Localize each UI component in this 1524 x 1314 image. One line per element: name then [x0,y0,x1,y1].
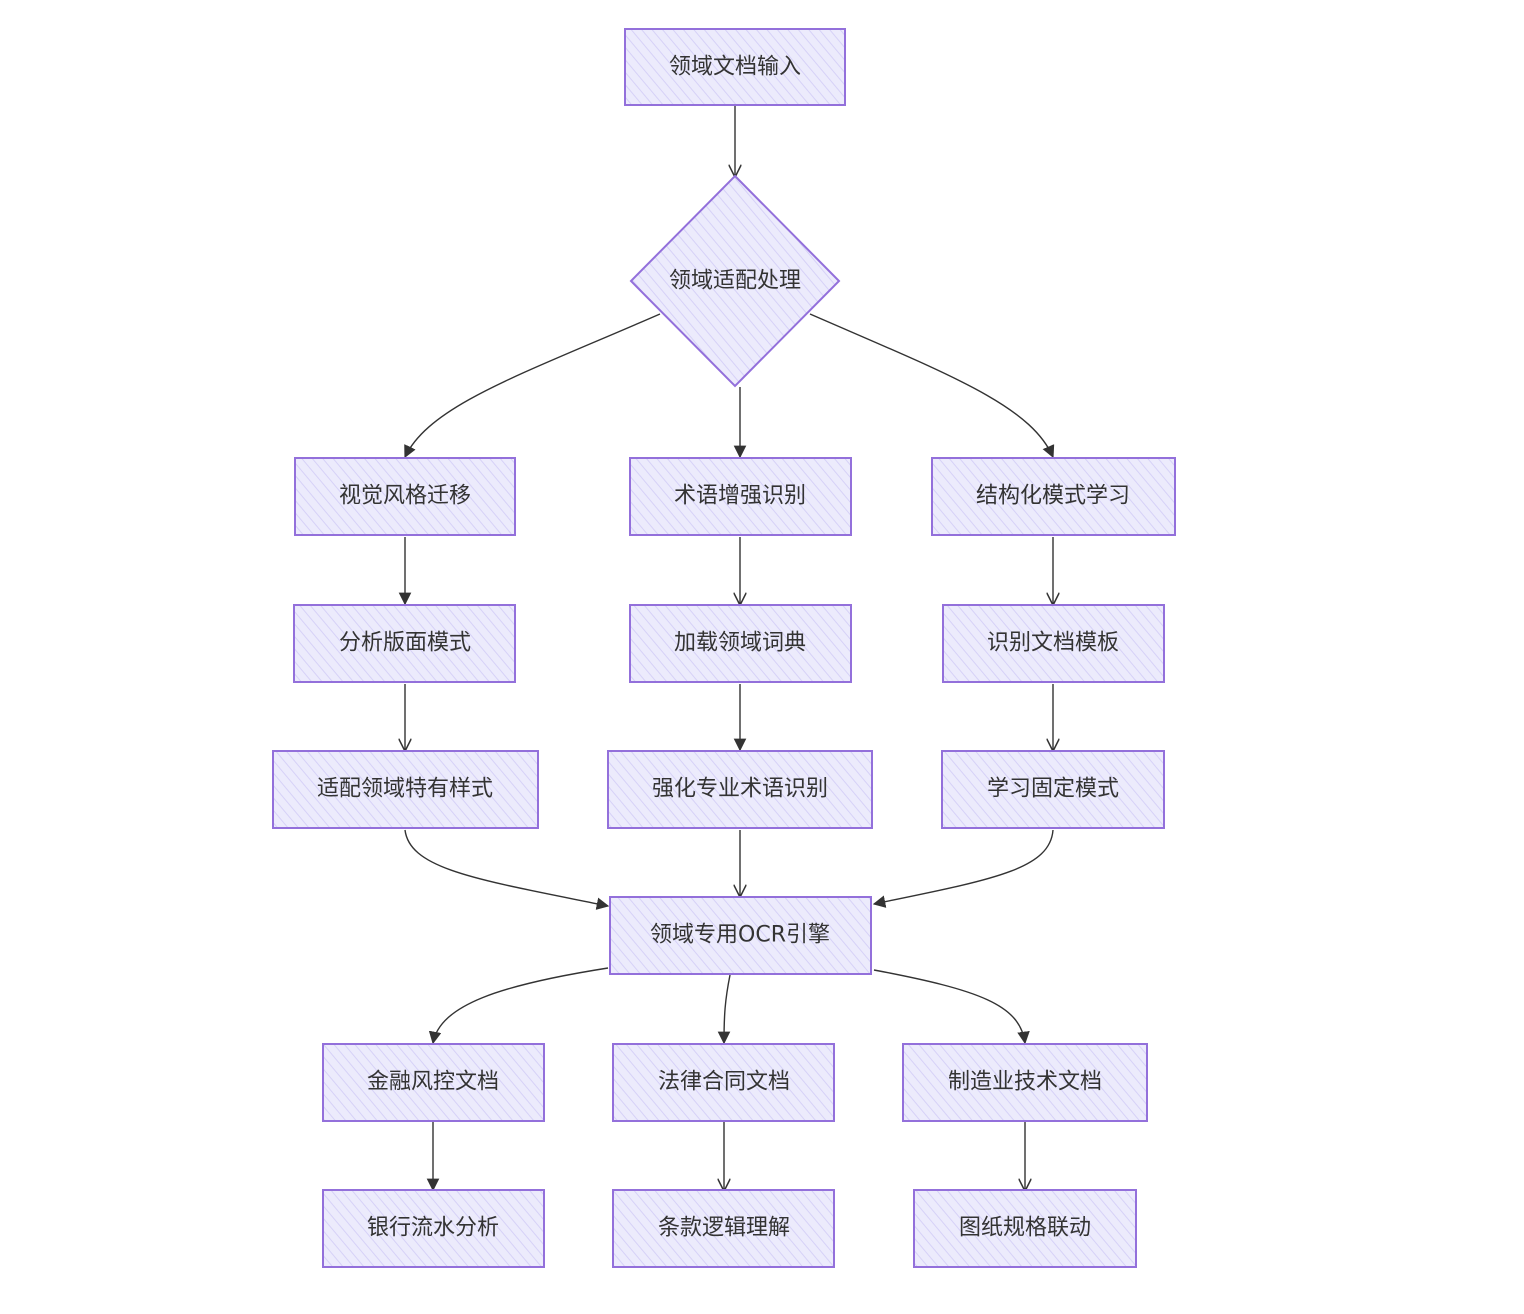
edge-style-to-ocr [404,829,610,910]
nodes: 领域文档输入 领域适配处理 视觉风格迁移 术语增强识别 结构化模式学习 分析版面… [272,28,1176,1268]
node-layout-analysis-label: 分析版面模式 [339,631,471,656]
node-drawing-link-label: 图纸规格联动 [959,1216,1091,1241]
edges [398,105,1055,1192]
node-load-dict[interactable]: 加载领域词典 [629,604,852,683]
node-fixed-pattern-label: 学习固定模式 [987,777,1119,802]
node-term-strengthen-label: 强化专业术语识别 [652,777,828,802]
node-process-label: 领域适配处理 [669,269,801,294]
node-term-enhance-label: 术语增强识别 [674,484,806,509]
node-clause-logic[interactable]: 条款逻辑理解 [612,1189,835,1268]
node-visual-transfer-label: 视觉风格迁移 [339,484,471,509]
node-process-diamond[interactable]: 领域适配处理 [629,174,841,388]
node-finance-label: 金融风控文档 [367,1070,499,1095]
node-manufacturing-label: 制造业技术文档 [948,1070,1102,1095]
node-ocr-engine[interactable]: 领域专用OCR引擎 [609,896,872,975]
node-term-strengthen[interactable]: 强化专业术语识别 [607,750,873,829]
node-term-enhance[interactable]: 术语增强识别 [629,457,852,536]
node-finance[interactable]: 金融风控文档 [322,1043,545,1122]
node-clause-logic-label: 条款逻辑理解 [658,1216,790,1241]
edge-process-to-structure-learn [809,313,1055,459]
edge-process-to-visual-transfer [404,313,661,459]
node-template-recog[interactable]: 识别文档模板 [942,604,1165,683]
edge-ocr-to-manufacturing [873,969,1030,1045]
node-legal-label: 法律合同文档 [658,1070,790,1095]
node-bank-flow-label: 银行流水分析 [367,1216,499,1241]
node-drawing-link[interactable]: 图纸规格联动 [913,1189,1137,1268]
node-input-label: 领域文档输入 [669,55,801,80]
edge-ocr-to-finance [428,967,609,1045]
node-input[interactable]: 领域文档输入 [624,28,846,106]
edge-ocr-to-legal [717,974,731,1045]
node-template-recog-label: 识别文档模板 [987,631,1119,656]
node-fixed-pattern[interactable]: 学习固定模式 [941,750,1165,829]
edge-fixed-to-ocr [872,829,1054,908]
node-style-adapt[interactable]: 适配领域特有样式 [272,750,539,829]
node-legal[interactable]: 法律合同文档 [612,1043,835,1122]
node-style-adapt-label: 适配领域特有样式 [317,777,493,802]
node-layout-analysis[interactable]: 分析版面模式 [293,604,516,683]
node-structure-learn[interactable]: 结构化模式学习 [931,457,1176,536]
node-ocr-engine-label: 领域专用OCR引擎 [650,923,830,948]
node-load-dict-label: 加载领域词典 [674,631,806,656]
node-manufacturing[interactable]: 制造业技术文档 [902,1043,1148,1122]
node-visual-transfer[interactable]: 视觉风格迁移 [294,457,516,536]
node-structure-learn-label: 结构化模式学习 [976,484,1130,509]
node-bank-flow[interactable]: 银行流水分析 [322,1189,545,1268]
